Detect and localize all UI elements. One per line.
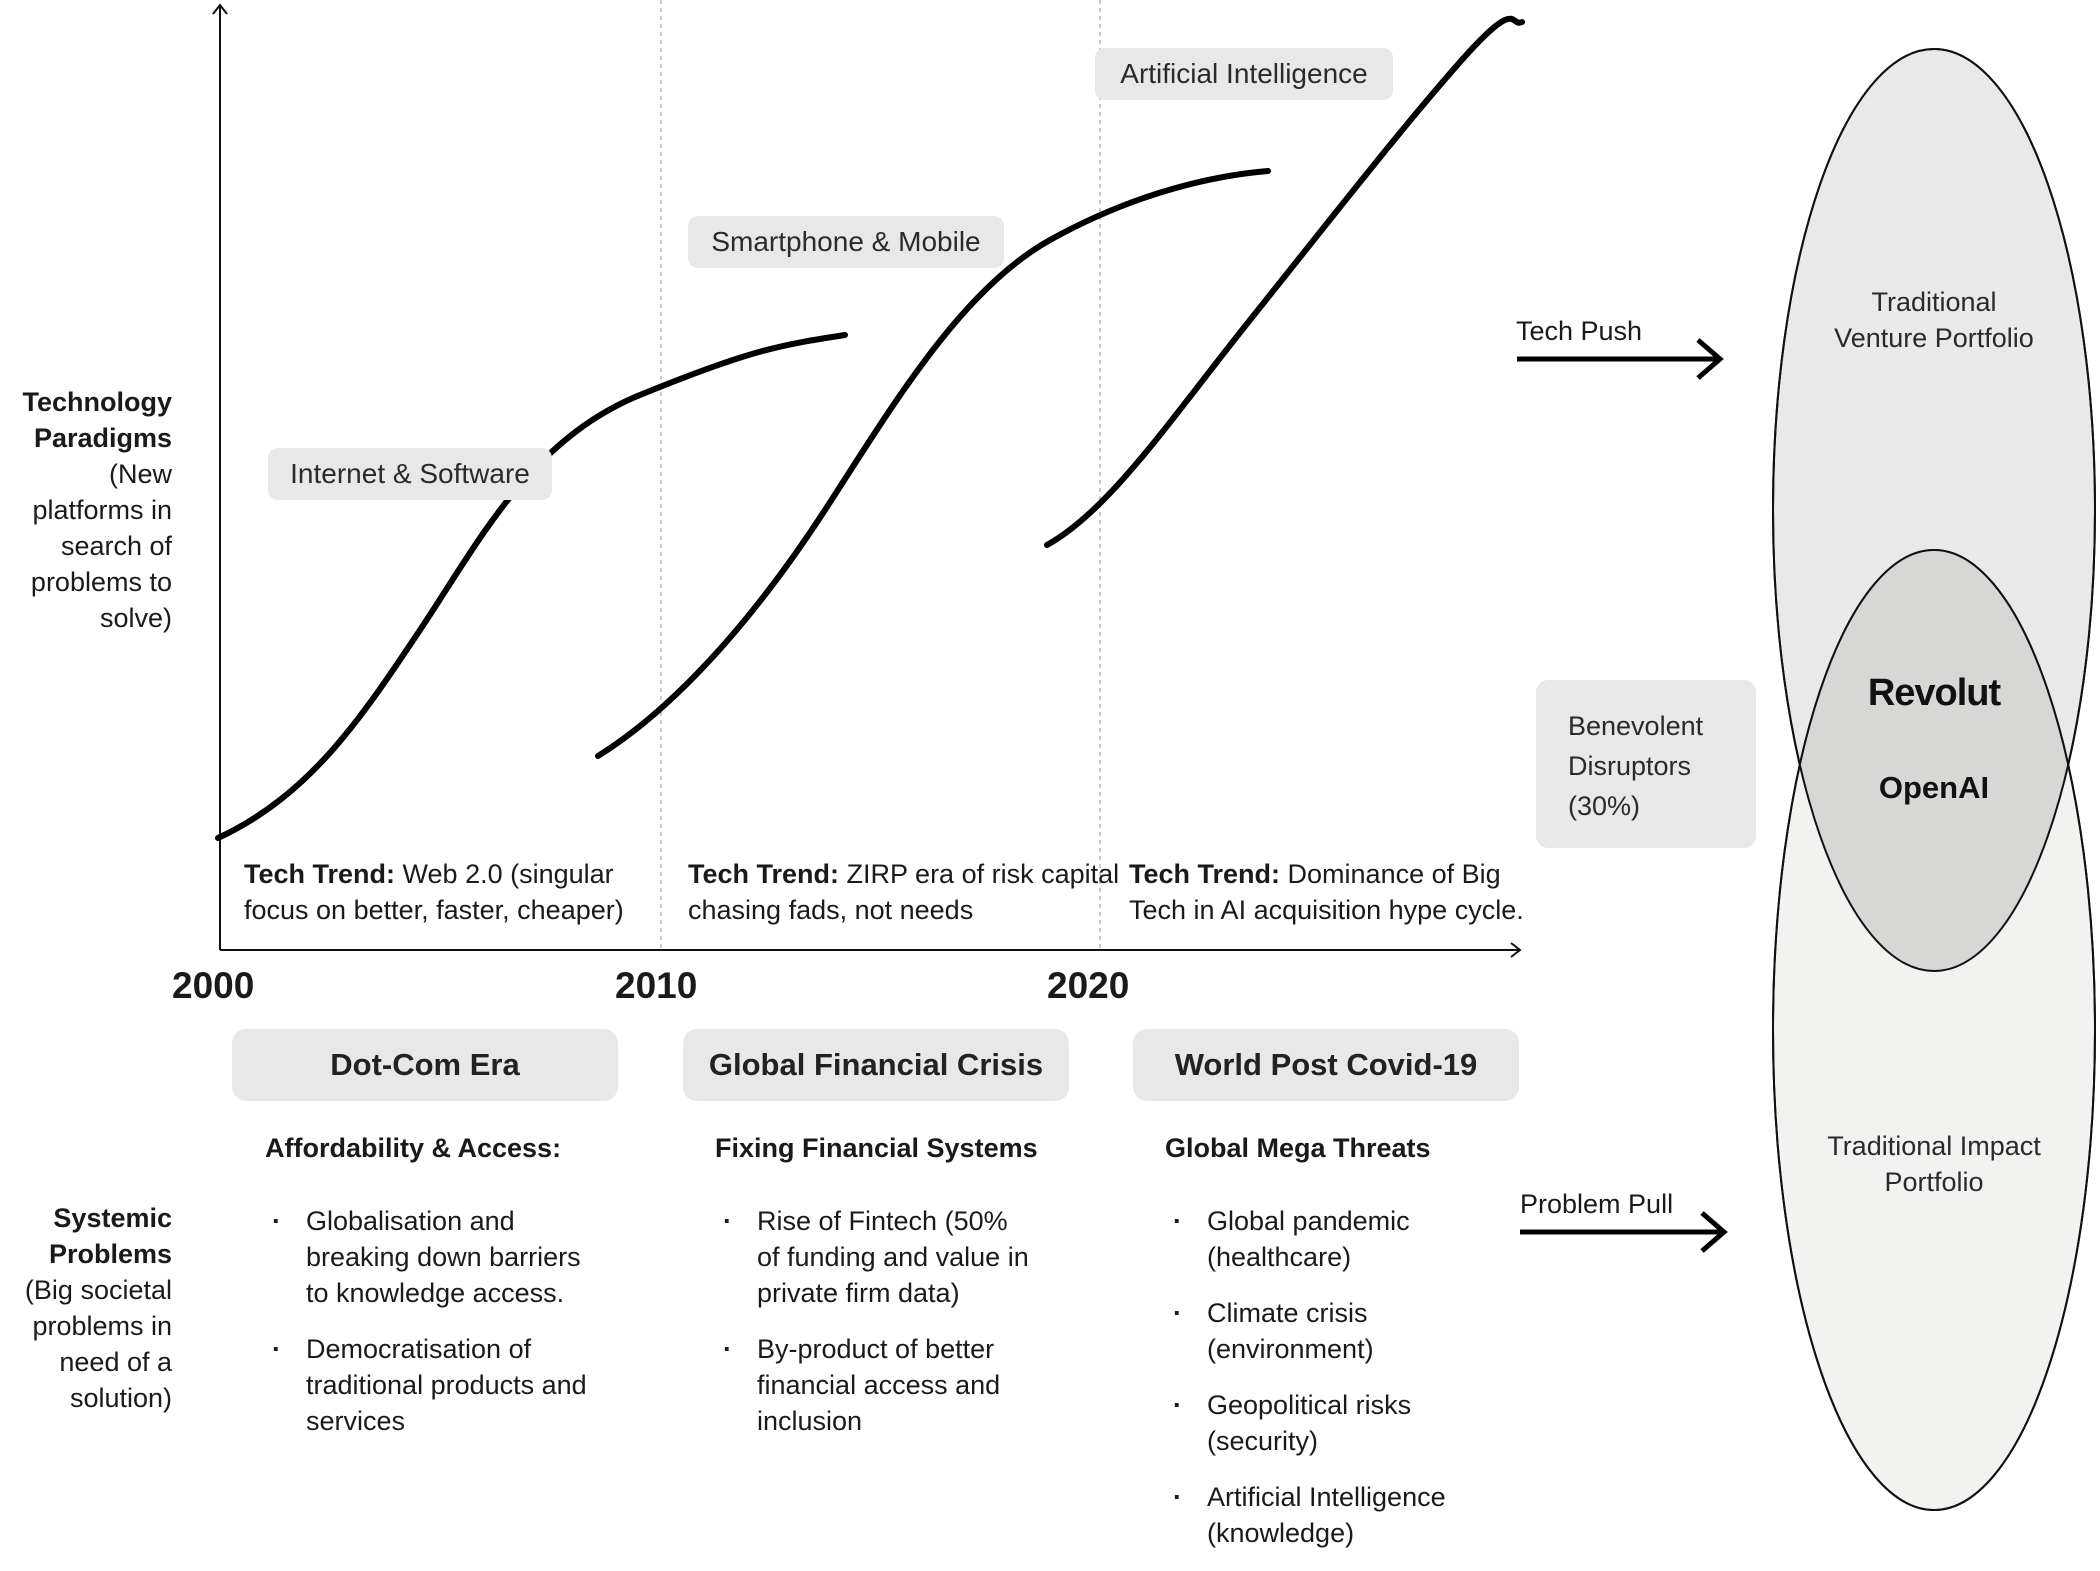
- revolut-logo: Revolut: [1867, 672, 2001, 714]
- list-item: Global pandemic (healthcare): [1165, 1203, 1485, 1275]
- tech-trend-3: Tech Trend: Dominance of Big Tech in AI …: [1129, 856, 1549, 928]
- technology-paradigms-desc: (New platforms in search of problems to …: [30, 459, 172, 633]
- internet-software-curve: [215, 332, 848, 841]
- era-dot-com: Dot-Com Era: [232, 1029, 618, 1101]
- year-label-2020: 2020: [1047, 965, 1130, 1006]
- list-item: Artificial Intelligence (knowledge): [1165, 1479, 1485, 1551]
- benevolent-disruptors-box: Benevolent Disruptors (30%): [1536, 680, 1756, 848]
- tech-trend-2: Tech Trend: ZIRP era of risk capital cha…: [688, 856, 1128, 928]
- problem-bullets-2: Rise of Fintech (50% of funding and valu…: [715, 1203, 1035, 1459]
- problem-pull-arrow: [1520, 1211, 1728, 1253]
- problem-title-2: Fixing Financial Systems: [715, 1133, 1038, 1163]
- problem-bullets-1: Globalisation and breaking down barriers…: [264, 1203, 604, 1459]
- era-post-covid: World Post Covid-19: [1133, 1029, 1519, 1101]
- technology-paradigms-title: Technology Paradigms: [22, 387, 172, 453]
- paradigm-internet-software: Internet & Software: [268, 448, 552, 500]
- problem-title-1: Affordability & Access:: [265, 1133, 562, 1163]
- list-item: Rise of Fintech (50% of funding and valu…: [715, 1203, 1035, 1311]
- list-item: Geopolitical risks (security): [1165, 1387, 1485, 1459]
- problem-pull-label: Problem Pull: [1520, 1189, 1674, 1219]
- benevolent-disruptors-label: Benevolent Disruptors (30%): [1568, 711, 1704, 821]
- smartphone-mobile-curve: [595, 168, 1271, 759]
- list-item: Globalisation and breaking down barriers…: [264, 1203, 604, 1311]
- problem-bullets-3: Global pandemic (healthcare) Climate cri…: [1165, 1203, 1485, 1571]
- tech-trend-2-label: Tech Trend:: [688, 859, 840, 889]
- paradigm-artificial-intelligence: Artificial Intelligence: [1095, 48, 1393, 100]
- tech-push-arrow: [1517, 338, 1724, 380]
- x-axis: [220, 942, 1522, 958]
- systemic-problems-label: Systemic Problems (Big societal problems…: [0, 1200, 172, 1416]
- impact-outline: [1772, 549, 2096, 1511]
- venture-outline: [1772, 48, 2096, 972]
- systemic-problems-title: Systemic Problems: [48, 1203, 172, 1269]
- tech-trend-3-label: Tech Trend:: [1129, 859, 1281, 889]
- year-label-2010: 2010: [615, 965, 698, 1006]
- systemic-problems-desc: (Big societal problems in need of a solu…: [24, 1275, 172, 1413]
- technology-paradigms-label: Technology Paradigms (New platforms in s…: [0, 384, 172, 636]
- artificial-intelligence-curve: [1044, 15, 1525, 548]
- problem-title-3: Global Mega Threats: [1165, 1133, 1431, 1163]
- tech-push-label: Tech Push: [1516, 316, 1643, 346]
- paradigm-smartphone-mobile: Smartphone & Mobile: [688, 216, 1004, 268]
- overlap-region: [1773, 550, 2095, 971]
- tech-trend-3-text: Dominance of Big Tech in AI acquisition …: [1129, 859, 1524, 925]
- list-item: Climate crisis (environment): [1165, 1295, 1485, 1367]
- y-axis: [212, 3, 228, 950]
- openai-logo: OpenAI: [1878, 770, 1990, 805]
- tech-trend-1-text: Web 2.0 (singular focus on better, faste…: [244, 859, 624, 925]
- list-item: By-product of better financial access an…: [715, 1331, 1035, 1439]
- tech-trend-1-label: Tech Trend:: [244, 859, 396, 889]
- year-label-2000: 2000: [172, 965, 255, 1006]
- tech-trend-1: Tech Trend: Web 2.0 (singular focus on b…: [244, 856, 684, 928]
- list-item: Democratisation of traditional products …: [264, 1331, 604, 1439]
- tech-trend-2-text: ZIRP era of risk capital chasing fads, n…: [688, 859, 1120, 925]
- impact-portfolio-label: Traditional Impact Portfolio: [1827, 1131, 2041, 1197]
- venture-portfolio-label: Traditional Venture Portfolio: [1834, 287, 2034, 353]
- era-global-financial-crisis: Global Financial Crisis: [683, 1029, 1069, 1101]
